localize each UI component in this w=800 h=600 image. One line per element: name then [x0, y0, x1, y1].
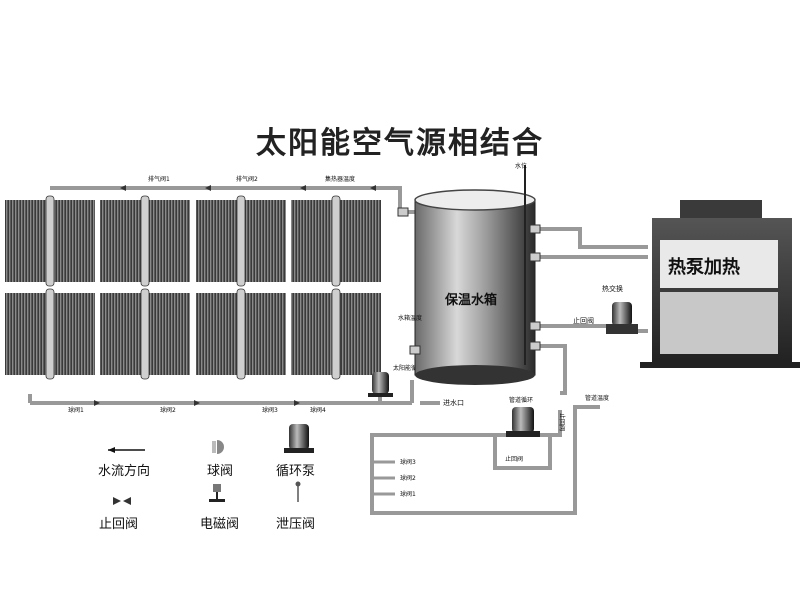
inlet-label: 进水口	[443, 398, 464, 407]
bottom-valve-label-4: 球阀4	[310, 406, 326, 414]
outlet-valve-label-2: 球阀2	[400, 474, 416, 482]
collector-header	[45, 288, 55, 380]
pump-icon	[289, 424, 309, 450]
flow-arrow	[294, 400, 300, 406]
bottom-valve-label-1: 球阀1	[68, 406, 84, 414]
vertical-valve-label: 止回阀	[558, 413, 566, 431]
water-level-label: 水位	[515, 162, 527, 170]
legend-solenoid-valve: 电磁阀	[200, 517, 239, 532]
collector-header	[45, 195, 55, 287]
heat-pump-unit	[640, 200, 800, 368]
flow-arrow	[194, 400, 200, 406]
top-label-1: 排气阀1	[148, 175, 170, 183]
flow-arrow	[94, 400, 100, 406]
solar-collector-array	[5, 195, 381, 380]
pipe-temp-label: 管道温度	[585, 394, 609, 402]
storage-tank	[414, 165, 536, 385]
solenoid-valve-icon	[213, 484, 221, 492]
legend-flow: 水流方向	[98, 463, 150, 479]
legend-check-valve: 止回阀	[99, 517, 138, 532]
tank-label: 保温水箱	[444, 292, 497, 308]
collector-header	[140, 195, 150, 287]
hp-supply-pipe	[536, 227, 648, 249]
flow-arrow	[120, 185, 126, 191]
diagram-title: 太阳能空气源相结合	[256, 126, 544, 161]
collector-header	[236, 195, 246, 287]
legend: 水流方向 球阀 循环泵 止回阀 电磁阀 泄压阀	[98, 424, 315, 532]
solar-pump	[368, 372, 393, 397]
solar-pump-label: 太阳能循环泵	[393, 364, 429, 372]
bottom-valve-label-2: 球阀2	[160, 406, 176, 414]
heat-exchange-label: 热交换	[602, 284, 623, 293]
legend-ball-valve: 球阀	[207, 464, 233, 479]
check-valve-label: 止回阀	[573, 316, 594, 325]
legend-pump: 循环泵	[276, 464, 315, 479]
outlet-valve-label-3: 球阀3	[400, 458, 416, 466]
top-label-2: 排气阀2	[236, 175, 258, 183]
check-valve-icon	[113, 497, 131, 505]
flow-arrow	[205, 185, 211, 191]
legend-relief-valve: 泄压阀	[276, 517, 315, 532]
loop-pipe	[370, 405, 577, 515]
ball-valve-icon	[217, 440, 224, 454]
flow-arrow	[370, 185, 376, 191]
outlet-valve-label-1: 球阀1	[400, 490, 416, 498]
tank-ports	[397, 207, 541, 355]
circ-pump-label: 管道循环	[509, 396, 533, 404]
collector-header	[236, 288, 246, 380]
heat-pump-label: 热泵加热	[668, 256, 740, 278]
pipe-circ-pump	[506, 407, 540, 437]
flow-arrows-top	[94, 185, 376, 406]
bottom-check-valve-label: 止回阀	[505, 455, 523, 463]
tank-temp-label: 水箱温度	[398, 314, 422, 322]
outlet-branches	[372, 460, 395, 496]
collector-header	[331, 288, 341, 380]
flow-arrow	[300, 185, 306, 191]
bottom-valve-label-3: 球阀3	[262, 406, 278, 414]
top-label-3: 集热器温度	[325, 175, 355, 183]
collector-header	[140, 288, 150, 380]
heat-exchange-pump	[606, 302, 638, 334]
collector-header	[331, 195, 341, 287]
